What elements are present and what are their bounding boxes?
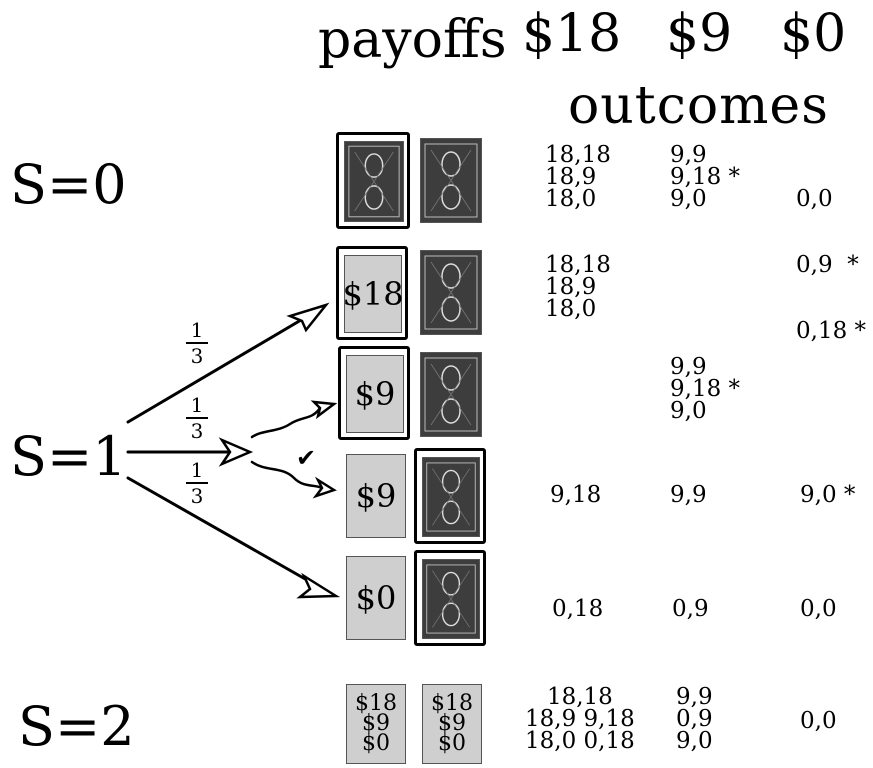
- outcome-entry: 9,18 *: [670, 376, 741, 402]
- stack-value: $9: [438, 711, 466, 736]
- outcomes-r1-col18: 18,18 18,9 18,0: [545, 252, 611, 322]
- outcome-entry: 0,0: [796, 186, 833, 212]
- outcome-r4-col0: 0,0: [800, 596, 837, 622]
- card-r1-right: [420, 250, 482, 335]
- stack-value: $0: [438, 731, 466, 756]
- prob-lower-num: 1: [190, 458, 204, 482]
- outcome-r4-col18: 0,18: [552, 596, 604, 622]
- card-r1-left: $18: [336, 246, 408, 340]
- arrowhead-upper: [286, 302, 330, 333]
- card-r4-left: $0: [346, 556, 406, 640]
- outcomes-s0-col0: 0,0 0,9 * 0,18 *: [796, 144, 866, 364]
- outcome-entry: 0,9 *: [796, 252, 859, 278]
- outcome-entry: 18,18: [545, 142, 611, 168]
- card-back: [344, 141, 404, 222]
- outcome-r3-col0: 9,0 *: [800, 482, 856, 508]
- outcome-entry: 0,18 *: [796, 318, 867, 344]
- card-face-stack: $18 $9 $0: [422, 684, 482, 764]
- card-face-9: $9: [346, 454, 406, 538]
- arrow-lower-line: [126, 476, 330, 594]
- outcome-entry: 18,18: [545, 252, 611, 278]
- outcome-entry: 9,0: [676, 728, 713, 754]
- outcome-entry: 0,9: [676, 706, 713, 732]
- card-r2-right: [420, 352, 482, 437]
- arrow-upper-line: [126, 308, 320, 424]
- card-back: [420, 352, 482, 437]
- card-face-18: $18: [342, 255, 404, 333]
- card-back: [420, 138, 482, 223]
- state-label-s2: S=2: [18, 695, 135, 758]
- arrowhead-middle: [218, 437, 254, 467]
- prob-upper-den: 3: [190, 344, 204, 368]
- card-r2-left: $9: [338, 346, 410, 440]
- outcome-entry: 18,0: [545, 296, 597, 322]
- outcomes-s2-col9: 9,9 0,9 9,0: [676, 684, 713, 754]
- card-face-stack: $18 $9 $0: [346, 684, 406, 764]
- card-s0-right: [420, 138, 482, 223]
- card-face-9: $9: [346, 355, 404, 433]
- stack-value: $18: [431, 691, 473, 716]
- card-s2-left: $18 $9 $0: [346, 684, 406, 764]
- outcome-entry: 9,0: [670, 398, 707, 424]
- card-r4-right: [414, 550, 486, 646]
- arrow-wavy-up: [250, 406, 322, 439]
- outcome-entry: 18,0 0,18: [525, 728, 635, 754]
- payoff-value-0: $0: [780, 4, 847, 64]
- outcomes-r2-col9: 9,9 9,18 * 9,0: [670, 354, 741, 424]
- card-r3-left: $9: [346, 454, 406, 538]
- outcomes-label: outcomes: [568, 76, 829, 136]
- outcomes-s2-col18: 18,18 18,9 9,18 18,0 0,18: [525, 684, 635, 754]
- outcome-r4-col9: 0,9: [672, 596, 709, 622]
- outcome-entry: 18,0: [545, 186, 597, 212]
- card-s2-right: $18 $9 $0: [422, 684, 482, 764]
- state-label-s1: S=1: [10, 425, 127, 488]
- prob-middle-num: 1: [190, 393, 204, 417]
- arrowhead-wavy-up: [310, 400, 338, 420]
- outcome-entry: 9,18 *: [670, 164, 741, 190]
- outcomes-s0-col18: 18,18 18,9 18,0: [545, 142, 611, 212]
- prob-lower-den: 3: [190, 484, 204, 508]
- outcome-entry: 9,9: [670, 142, 707, 168]
- outcome-entry: 18,9: [545, 274, 597, 300]
- card-back: [422, 457, 480, 537]
- outcome-entry: 9,0: [670, 186, 707, 212]
- card-r3-right: [414, 448, 486, 544]
- outcome-entry: 9,9: [670, 354, 707, 380]
- card-back: [422, 559, 480, 639]
- arrowhead-lower: [296, 572, 341, 599]
- state-label-s0: S=0: [10, 153, 127, 216]
- card-back: [420, 250, 482, 335]
- outcome-s2-col0: 0,0: [800, 708, 837, 734]
- outcome-entry: 18,9 9,18: [525, 706, 635, 732]
- arrowhead-wavy-down: [312, 476, 337, 499]
- prob-middle-den: 3: [190, 419, 204, 443]
- outcome-r3-col9: 9,9: [670, 482, 707, 508]
- check-mark: ✔: [296, 444, 317, 472]
- arrow-wavy-down: [250, 460, 324, 490]
- stack-value: $18: [355, 691, 397, 716]
- outcome-entry: 18,9: [545, 164, 597, 190]
- outcome-r3-col18: 9,18: [550, 482, 602, 508]
- card-s0-left: [336, 132, 410, 229]
- stack-value: $9: [362, 711, 390, 736]
- outcome-entry: 9,9: [676, 684, 713, 710]
- outcomes-s0-col9: 9,9 9,18 * 9,0: [670, 142, 741, 212]
- stack-value: $0: [362, 731, 390, 756]
- prob-upper-num: 1: [190, 318, 204, 342]
- payoff-value-18: $18: [522, 4, 622, 64]
- payoffs-label: payoffs: [318, 10, 507, 70]
- card-face-0: $0: [346, 556, 406, 640]
- payoff-value-9: $9: [666, 4, 733, 64]
- outcome-entry: 18,18: [546, 684, 613, 710]
